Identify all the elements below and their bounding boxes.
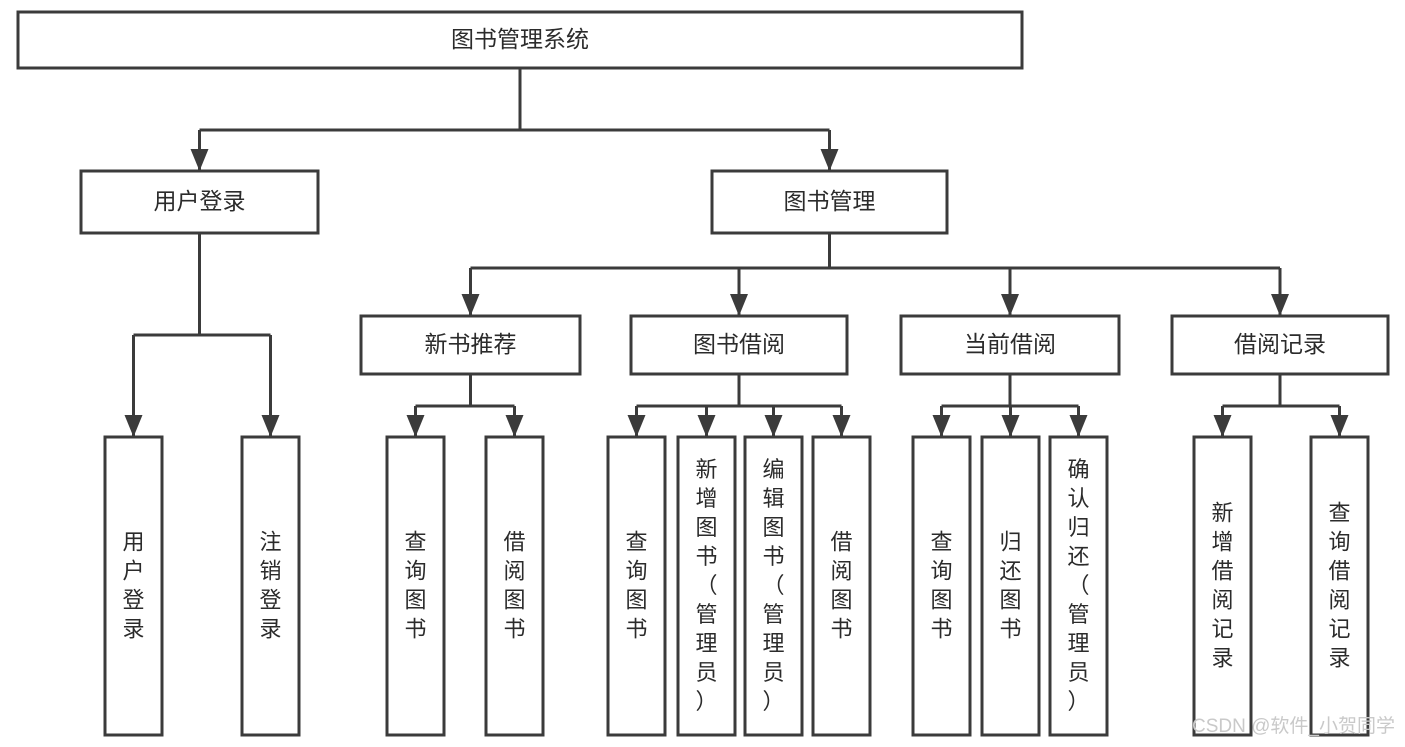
arrow-head-icon [1001,415,1020,437]
arrow-head-icon [190,149,209,171]
node-label-leaf-logout: 注销登录 [259,529,281,641]
node-leaf-add-book[interactable]: 新增图书（管理员） [676,435,737,737]
node-leaf-add-record[interactable]: 新增借阅记录 [1192,435,1253,737]
node-root[interactable]: 图书管理系统 [16,10,1024,70]
node-layer: 图书管理系统用户登录图书管理新书推荐图书借阅当前借阅借阅记录用户登录注销登录查询… [16,10,1390,737]
node-box-leaf-query-book-3[interactable] [911,435,972,737]
node-box-leaf-user-login[interactable] [103,435,164,737]
node-label-new-book-recommend: 新书推荐 [425,331,517,357]
arrow-head-icon [1001,294,1019,316]
node-leaf-edit-book[interactable]: 编辑图书（管理员） [743,435,804,737]
node-label-leaf-query-record: 查询借阅记录 [1328,500,1350,670]
node-label-leaf-query-book-3: 查询图书 [930,529,952,641]
node-label-borrow-record: 借阅记录 [1234,331,1326,357]
node-box-leaf-query-book-2[interactable] [606,435,667,737]
node-label-leaf-user-login: 用户登录 [122,529,144,641]
arrow-head-icon [627,415,646,437]
node-leaf-query-record[interactable]: 查询借阅记录 [1309,435,1370,737]
node-leaf-return-book[interactable]: 归还图书 [980,435,1041,737]
node-box-book-manage[interactable] [710,169,949,235]
node-leaf-confirm-return[interactable]: 确认归还（管理员） [1048,435,1109,737]
node-leaf-borrow-book-2[interactable]: 借阅图书 [811,435,872,737]
node-leaf-logout[interactable]: 注销登录 [240,435,301,737]
node-box-leaf-add-book[interactable] [676,435,737,737]
node-box-leaf-add-record[interactable] [1192,435,1253,737]
arrow-head-icon [1069,415,1088,437]
node-leaf-query-book-2[interactable]: 查询图书 [606,435,667,737]
node-box-leaf-logout[interactable] [240,435,301,737]
node-label-leaf-query-book-2: 查询图书 [625,529,647,641]
node-new-book-recommend[interactable]: 新书推荐 [359,314,582,376]
node-box-leaf-query-record[interactable] [1309,435,1370,737]
node-label-leaf-borrow-book-2: 借阅图书 [830,529,852,641]
node-label-leaf-edit-book: 编辑图书（管理员） [762,457,784,714]
arrow-head-icon [124,415,143,437]
node-leaf-user-login[interactable]: 用户登录 [103,435,164,737]
node-box-book-borrow[interactable] [629,314,849,376]
node-box-leaf-return-book[interactable] [980,435,1041,737]
arrow-head-icon [832,415,851,437]
node-label-user-login: 用户登录 [154,188,246,214]
node-box-leaf-query-book-1[interactable] [385,435,446,737]
csdn-watermark: CSDN @软件_小贺同学 [1192,715,1395,737]
node-label-root: 图书管理系统 [451,26,589,52]
node-leaf-query-book-3[interactable]: 查询图书 [911,435,972,737]
arrow-head-icon [1330,415,1349,437]
node-book-borrow[interactable]: 图书借阅 [629,314,849,376]
arrow-head-icon [261,415,280,437]
node-label-leaf-borrow-book-1: 借阅图书 [503,529,525,641]
node-label-book-manage: 图书管理 [784,188,876,214]
arrow-head-icon [697,415,716,437]
arrow-head-icon [505,415,524,437]
arrow-head-icon [461,294,480,316]
node-leaf-query-book-1[interactable]: 查询图书 [385,435,446,737]
arrow-head-icon [764,415,783,437]
node-box-leaf-confirm-return[interactable] [1048,435,1109,737]
node-label-leaf-add-book: 新增图书（管理员） [695,457,717,714]
node-box-leaf-edit-book[interactable] [743,435,804,737]
connector-layer [124,68,1349,437]
node-box-root[interactable] [16,10,1024,70]
node-box-borrow-record[interactable] [1170,314,1390,376]
node-label-current-borrow: 当前借阅 [964,331,1056,357]
node-label-leaf-add-record: 新增借阅记录 [1211,500,1233,670]
node-box-user-login[interactable] [79,169,320,235]
arrow-head-icon [1213,415,1232,437]
node-borrow-record[interactable]: 借阅记录 [1170,314,1390,376]
node-box-new-book-recommend[interactable] [359,314,582,376]
node-box-current-borrow[interactable] [899,314,1121,376]
node-current-borrow[interactable]: 当前借阅 [899,314,1121,376]
node-box-leaf-borrow-book-2[interactable] [811,435,872,737]
arrow-head-icon [932,415,951,437]
node-label-leaf-confirm-return: 确认归还（管理员） [1067,457,1089,714]
node-label-book-borrow: 图书借阅 [693,331,785,357]
arrow-head-icon [1271,294,1289,316]
node-book-manage[interactable]: 图书管理 [710,169,949,235]
node-leaf-borrow-book-1[interactable]: 借阅图书 [484,435,545,737]
node-box-leaf-borrow-book-1[interactable] [484,435,545,737]
arrow-head-icon [820,149,839,171]
arrow-head-icon [730,294,748,316]
node-label-leaf-return-book: 归还图书 [999,529,1021,641]
node-label-leaf-query-book-1: 查询图书 [404,529,426,641]
arrow-head-icon [406,415,425,437]
node-user-login[interactable]: 用户登录 [79,169,320,235]
